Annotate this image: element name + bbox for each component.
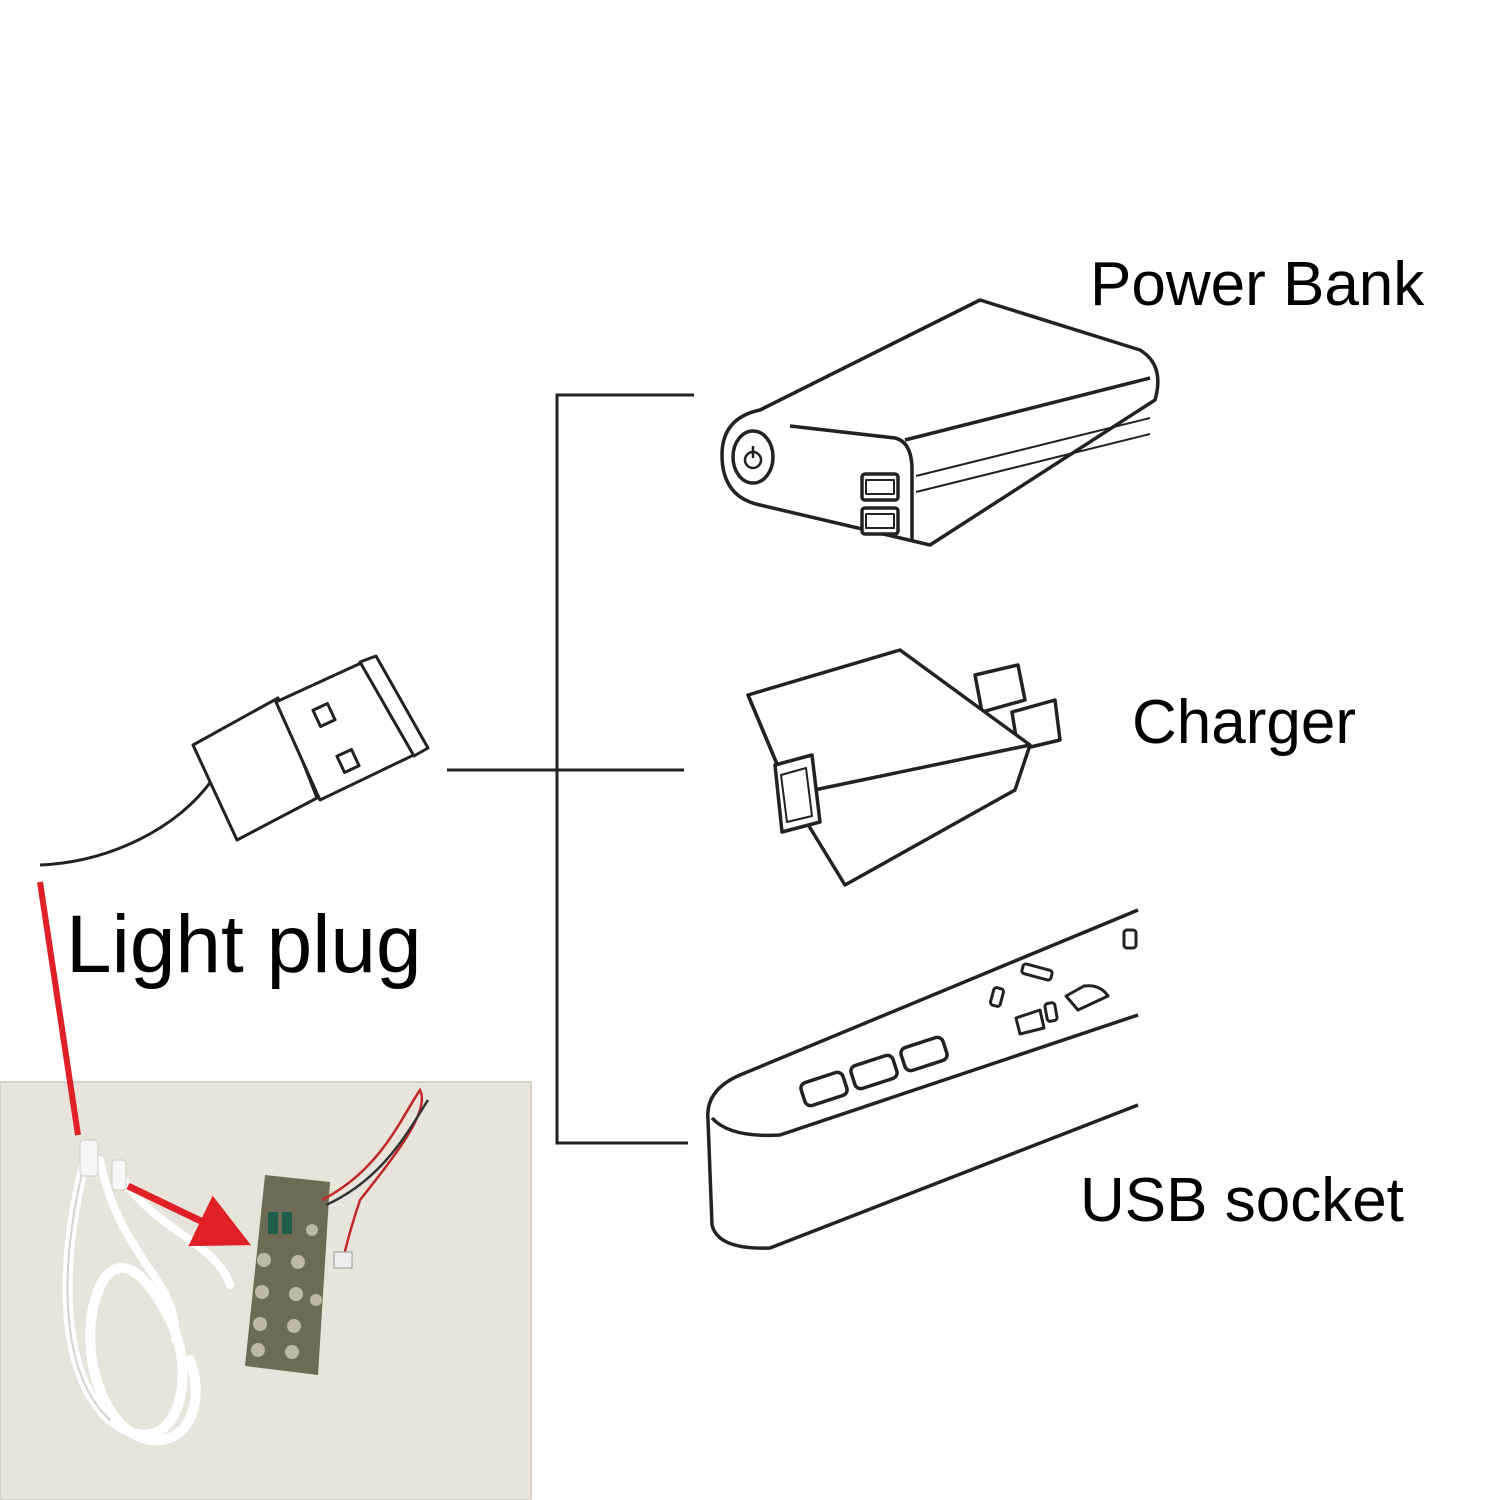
charger-label: Charger <box>1132 688 1356 757</box>
battery-wires <box>321 1087 430 1269</box>
connector-lines <box>447 393 694 1145</box>
product-photo <box>0 1081 532 1500</box>
pcb-board <box>245 1175 330 1375</box>
light-plug-label: Light plug <box>66 899 422 990</box>
usb-socket-icon <box>706 908 1139 1250</box>
usb-cable-coil <box>62 1139 234 1446</box>
power-bank-icon <box>720 298 1160 547</box>
usb-plug-icon <box>39 654 430 867</box>
outlet-holes <box>989 928 1138 1036</box>
usb-socket-label: USB socket <box>1080 1166 1404 1235</box>
arrow-icon <box>126 1182 251 1247</box>
callout-line <box>37 881 81 1136</box>
charger-icon <box>746 648 1062 887</box>
usb-ports <box>799 1035 949 1108</box>
power-bank-label: Power Bank <box>1090 250 1425 319</box>
